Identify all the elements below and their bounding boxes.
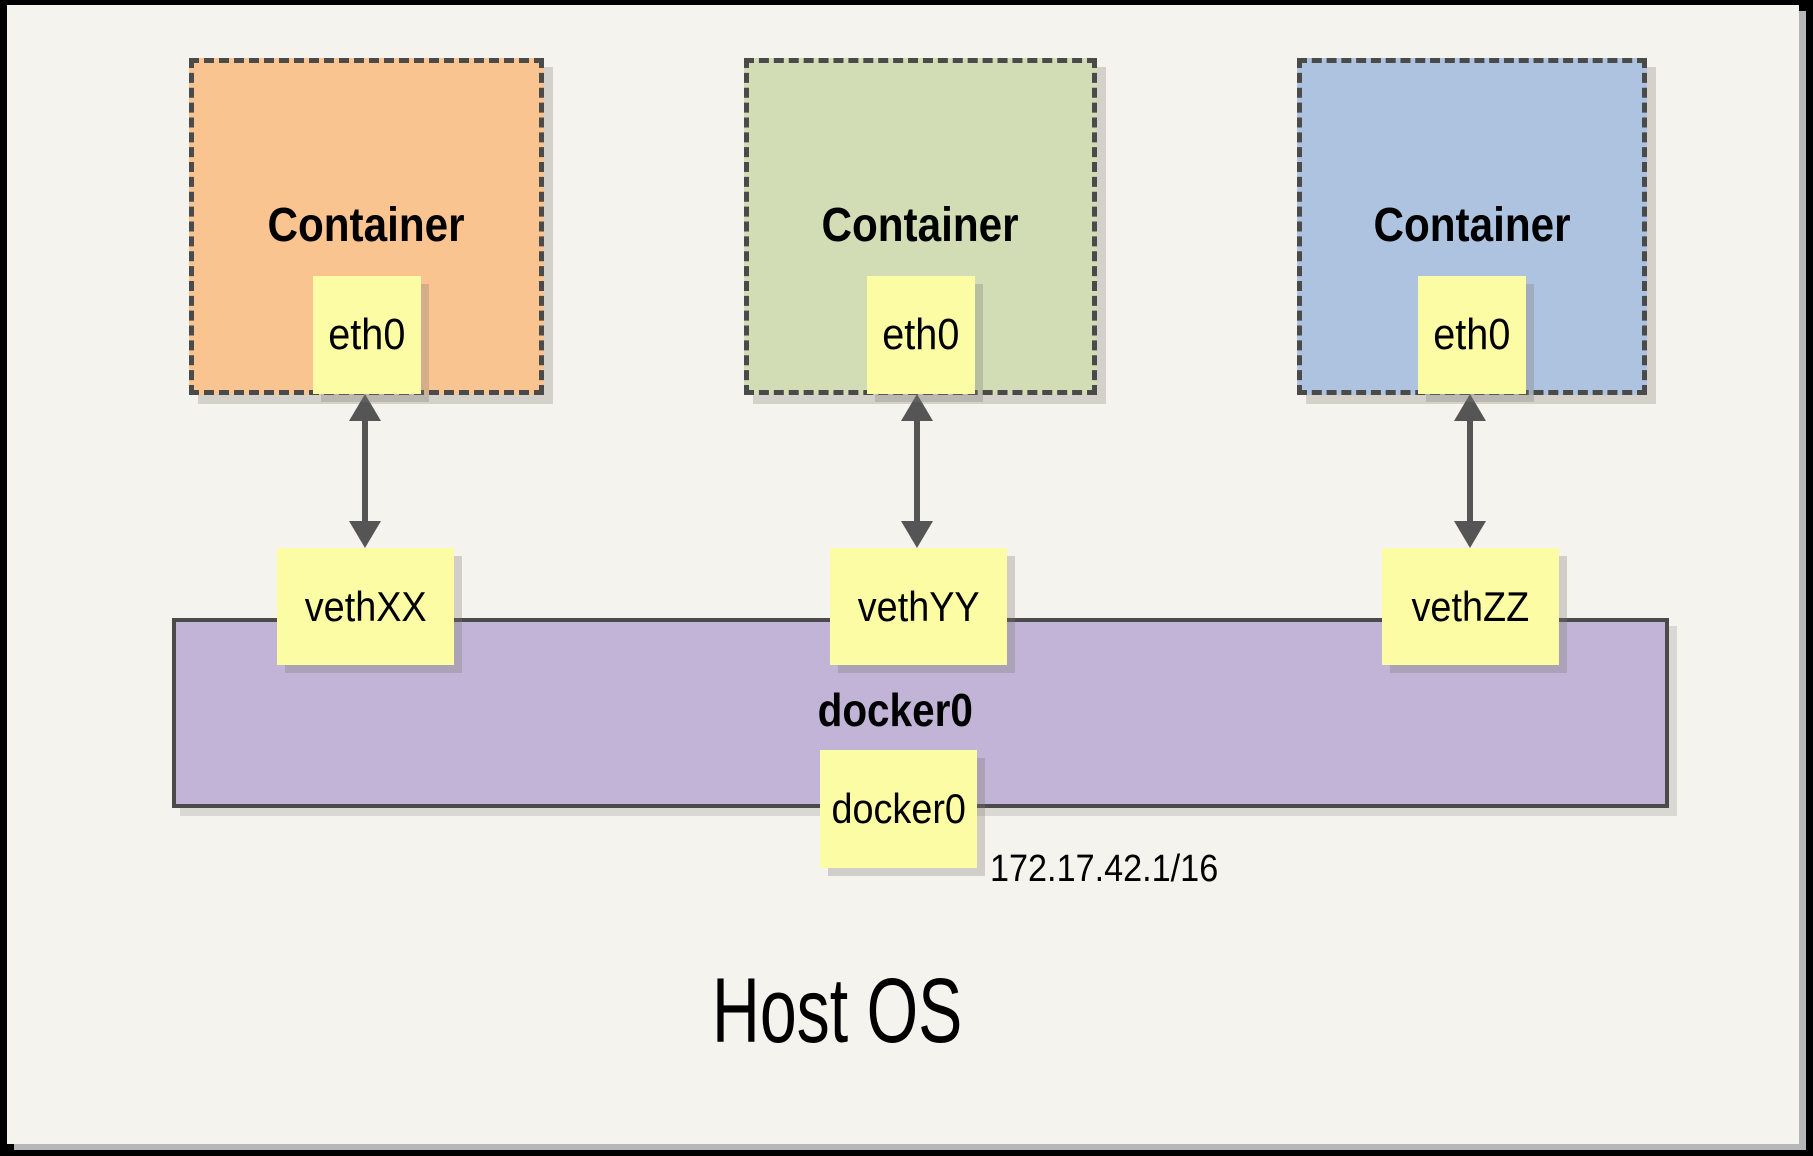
eth0-label: eth0 bbox=[1433, 310, 1511, 359]
docker0-ip-text: 172.17.42.1/16 bbox=[990, 848, 1219, 890]
container-title-text: Container bbox=[267, 199, 466, 252]
vethxx-box: vethXX bbox=[277, 548, 454, 665]
bidirectional-arrow-icon bbox=[1454, 394, 1486, 548]
bidirectional-arrow-icon bbox=[349, 394, 381, 548]
host-os-title-text: Host OS bbox=[712, 960, 963, 1062]
vethxx-label: vethXX bbox=[304, 582, 427, 630]
container-box-3: Container eth0 bbox=[1297, 58, 1647, 395]
host-os-canvas: Container eth0 Container eth0 Container … bbox=[7, 5, 1799, 1144]
eth0-interface-box: eth0 bbox=[866, 276, 975, 394]
container-box-1: Container eth0 bbox=[189, 58, 544, 395]
container-title-text: Container bbox=[1373, 199, 1571, 252]
vethzz-box: vethZZ bbox=[1382, 548, 1559, 665]
docker0-interface-label: docker0 bbox=[831, 785, 966, 832]
eth0-label: eth0 bbox=[881, 310, 960, 359]
eth0-label: eth0 bbox=[327, 310, 406, 359]
docker0-ip-address: 172.17.42.1/16 bbox=[990, 850, 1244, 888]
vethyy-box: vethYY bbox=[830, 548, 1007, 665]
eth0-interface-box: eth0 bbox=[1418, 276, 1526, 394]
container-title-text: Container bbox=[821, 199, 1020, 252]
vethzz-label: vethZZ bbox=[1411, 582, 1530, 630]
vethyy-label: vethYY bbox=[857, 582, 980, 630]
docker0-bridge-title-text: docker0 bbox=[817, 684, 973, 736]
container-title: Container bbox=[749, 202, 1092, 250]
docker0-bridge-title: docker0 bbox=[770, 687, 1020, 733]
bidirectional-arrow-icon bbox=[901, 394, 933, 548]
docker0-interface-box: docker0 bbox=[820, 750, 977, 868]
eth0-interface-box: eth0 bbox=[312, 276, 421, 394]
host-os-title: Host OS bbox=[712, 963, 1060, 1060]
container-title: Container bbox=[1302, 202, 1642, 250]
container-title: Container bbox=[194, 202, 539, 250]
container-box-2: Container eth0 bbox=[744, 58, 1097, 395]
